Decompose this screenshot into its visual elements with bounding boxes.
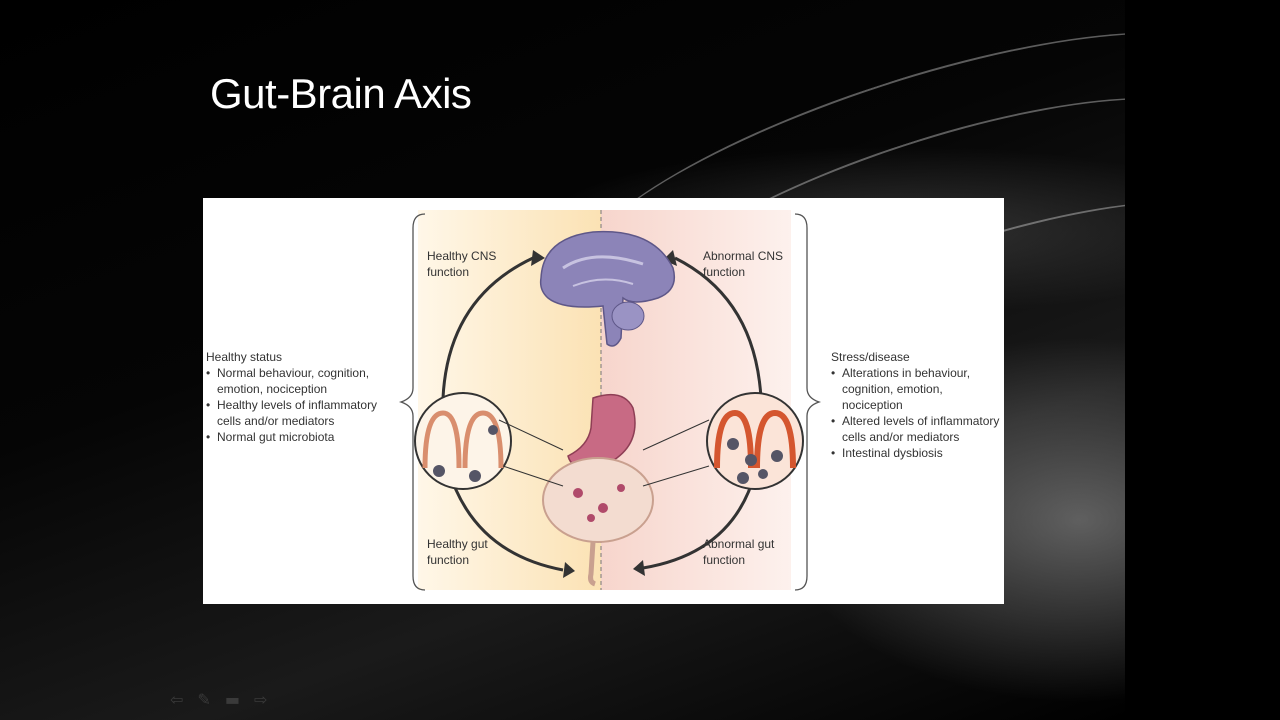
- forward-arrow-icon[interactable]: ⇨: [254, 690, 267, 709]
- abnormal-gut-line1: Abnormal gut: [703, 536, 774, 552]
- list-item: Normal gut microbiota: [206, 429, 404, 445]
- stress-disease-panel: Stress/disease Alterations in behaviour,…: [831, 349, 1001, 461]
- stress-disease-list: Alterations in behaviour, cognition, emo…: [831, 365, 1001, 461]
- stress-disease-heading: Stress/disease: [831, 349, 1001, 365]
- abnormal-gut-line2: function: [703, 552, 774, 568]
- list-item: Alterations in behaviour, cognition, emo…: [831, 365, 1001, 413]
- healthy-villi-circle: [415, 393, 511, 489]
- screen-icon[interactable]: ▬: [225, 690, 240, 709]
- healthy-cns-label: Healthy CNS function: [427, 248, 496, 280]
- healthy-status-list: Normal behaviour, cognition, emotion, no…: [206, 365, 404, 445]
- back-arrow-icon[interactable]: ⇦: [170, 690, 183, 709]
- intestines: [543, 458, 653, 542]
- abnormal-cns-label: Abnormal CNS function: [703, 248, 783, 280]
- healthy-status-heading: Healthy status: [206, 349, 404, 365]
- healthy-gut-line2: function: [427, 552, 488, 568]
- list-item: Altered levels of inflammatory cells and…: [831, 413, 1001, 445]
- healthy-cns-line2: function: [427, 264, 496, 280]
- slide-title: Gut-Brain Axis: [210, 70, 471, 118]
- right-brace: [795, 214, 819, 590]
- gut-brain-figure: Healthy CNS function Abnormal CNS functi…: [203, 198, 1004, 604]
- healthy-gut-label: Healthy gut function: [427, 536, 488, 568]
- healthy-cns-line1: Healthy CNS: [427, 248, 496, 264]
- list-item: Healthy levels of inflammatory cells and…: [206, 397, 404, 429]
- pen-icon[interactable]: ✎: [197, 690, 210, 709]
- list-item: Normal behaviour, cognition, emotion, no…: [206, 365, 404, 397]
- abnormal-cns-line2: function: [703, 264, 783, 280]
- slideshow-controls: ⇦ ✎ ▬ ⇨: [170, 690, 267, 709]
- list-item: Intestinal dysbiosis: [831, 445, 1001, 461]
- abnormal-cns-line1: Abnormal CNS: [703, 248, 783, 264]
- healthy-gut-line1: Healthy gut: [427, 536, 488, 552]
- healthy-status-panel: Healthy status Normal behaviour, cogniti…: [206, 349, 404, 445]
- letterbox-bar: [1125, 0, 1280, 720]
- abnormal-gut-label: Abnormal gut function: [703, 536, 774, 568]
